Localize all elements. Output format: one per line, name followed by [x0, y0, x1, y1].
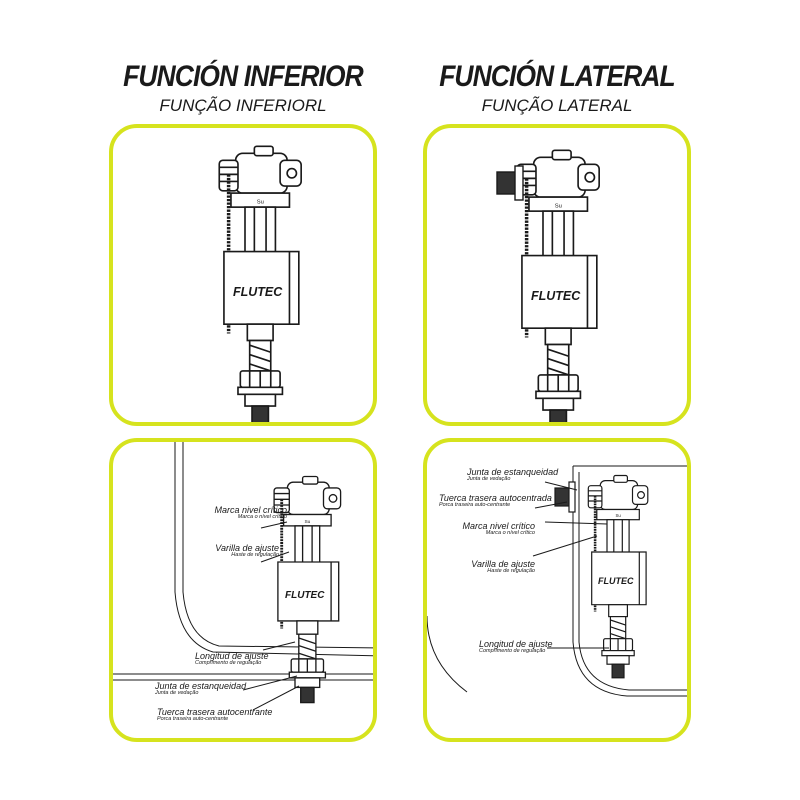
valve-bottom-entry-drawing: FLUTEC	[217, 144, 303, 422]
brand-logo-text: FLUTEC	[285, 590, 325, 601]
side-entry-installation-drawing: FLUTEC	[427, 465, 687, 697]
right-subtitle: FUNÇÃO LATERAL	[481, 96, 633, 115]
left-title: FUNCIÓN INFERIOR	[123, 60, 364, 93]
right-title: FUNCIÓN LATERAL	[439, 60, 675, 93]
panel-bottom-entry: FLUTEC	[109, 124, 377, 426]
left-subtitle: FUNÇÃO INFERIORL	[159, 96, 327, 115]
brand-logo-text: FLUTEC	[531, 289, 581, 303]
brand-logo-text: FLUTEC	[598, 576, 634, 586]
brand-logo-text: FLUTEC	[233, 285, 283, 299]
panel-side-entry: FLUTEC	[423, 124, 691, 426]
valve-side-entry-drawing: FLUTEC	[496, 148, 601, 422]
bottom-entry-installation-drawing: FLUTEC	[113, 442, 373, 711]
